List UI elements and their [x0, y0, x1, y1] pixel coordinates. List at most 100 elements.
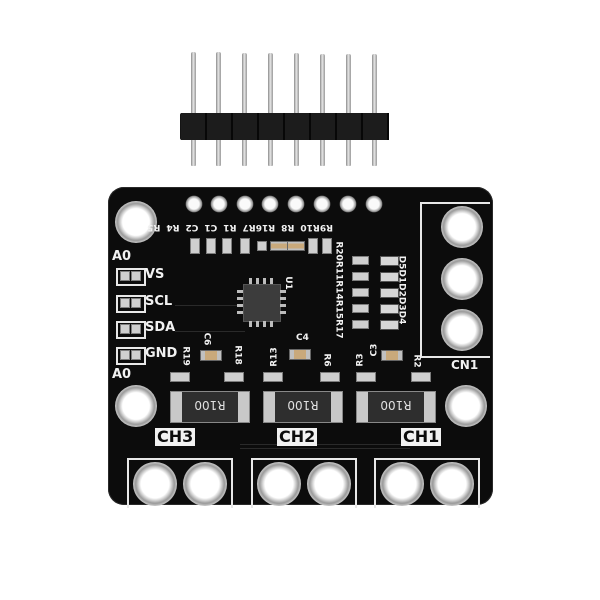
- smd-resistor: [240, 238, 250, 254]
- silk-r8: R8: [281, 222, 295, 232]
- silk-a0-bottom: A0: [112, 367, 132, 382]
- ch2-terminal-outline: [251, 458, 357, 508]
- smd-resistor: [222, 238, 232, 254]
- jumper-pad: [131, 271, 141, 281]
- header-segment: [337, 113, 363, 140]
- ch1-terminal-pad: [430, 462, 474, 506]
- silk-r2: R2: [411, 354, 422, 368]
- smd-resistor: [352, 304, 369, 313]
- header-segment: [181, 113, 207, 140]
- label-vs: VS: [145, 267, 165, 282]
- smd-resistor: [356, 372, 376, 382]
- silk-c2: C2: [185, 222, 199, 232]
- cn1-pad: [441, 258, 483, 300]
- jumper-pad: [120, 324, 130, 334]
- chip-pin: [263, 278, 266, 284]
- header-pin: [294, 53, 299, 166]
- header-pin: [216, 52, 221, 166]
- smd-resistor: [352, 320, 369, 329]
- silk-c3: C3: [369, 343, 380, 357]
- cn1-outline: [420, 202, 490, 358]
- smd-capacitor: [270, 241, 288, 251]
- label-ch1: CH1: [401, 427, 442, 446]
- header-segment: [207, 113, 233, 140]
- smd-resistor: [170, 372, 190, 382]
- header-segment: [259, 113, 285, 140]
- jumper-pad: [131, 324, 141, 334]
- ina3221-chip: [243, 284, 281, 322]
- smd-led: [380, 320, 399, 330]
- jumper-box: [116, 321, 146, 339]
- header-pad: [365, 195, 383, 213]
- silk-r9r10: R9R10: [300, 222, 333, 232]
- smd-resistor: [352, 256, 369, 265]
- header-segment: [285, 113, 311, 140]
- chip-pin: [280, 297, 286, 300]
- shunt-resistor-ch2: R100: [263, 391, 343, 423]
- header-pin: [268, 53, 273, 166]
- smd-capacitor-c4: [289, 349, 311, 360]
- silk-r18: R18: [232, 345, 243, 365]
- pcb-trace: [240, 444, 410, 445]
- smd-led: [380, 304, 399, 314]
- smd-resistor: [320, 372, 340, 382]
- label-gnd: GND: [145, 346, 178, 361]
- smd-led: [380, 272, 399, 282]
- smd-led: [380, 288, 399, 298]
- label-ch3: CH3: [155, 427, 196, 446]
- jumper-pad: [120, 298, 130, 308]
- label-ch2: CH2: [277, 427, 318, 446]
- chip-pin: [280, 304, 286, 307]
- shunt-label: R100: [287, 398, 319, 412]
- ch2-terminal-pad: [257, 462, 301, 506]
- silk-r16r7: R16R7: [242, 222, 276, 232]
- silk-r13: R13: [269, 347, 280, 367]
- chip-pin: [237, 290, 243, 293]
- header-pin: [242, 53, 247, 166]
- smd-resistor: [257, 241, 267, 251]
- silk-r5: R5: [147, 222, 161, 232]
- chip-pin: [270, 278, 273, 284]
- header-pad: [339, 195, 357, 213]
- ch3-terminal-pad: [133, 462, 177, 506]
- header-pin: [372, 54, 377, 166]
- smd-resistor: [411, 372, 431, 382]
- silk-r6: R6: [321, 353, 332, 367]
- shunt-resistor-ch3: R100: [170, 391, 250, 423]
- chip-pin: [249, 278, 252, 284]
- silk-right-resistors: R20R11R14R15R17: [333, 241, 344, 339]
- ch1-terminal-outline: [374, 458, 480, 508]
- chip-pin: [237, 304, 243, 307]
- chip-pin: [256, 278, 259, 284]
- smd-resistor: [206, 238, 216, 254]
- chip-pin: [249, 321, 252, 327]
- smd-resistor: [352, 288, 369, 297]
- smd-capacitor-c3: [381, 350, 403, 361]
- header-pad: [287, 195, 305, 213]
- silk-r19: R19: [180, 346, 191, 366]
- silk-led-labels: D5D1D2D3D4: [396, 255, 407, 325]
- smd-resistor: [352, 272, 369, 281]
- chip-pin: [270, 321, 273, 327]
- mounting-hole: [115, 385, 157, 427]
- silk-c1: C1: [204, 222, 218, 232]
- jumper-box: [116, 347, 146, 365]
- jumper-pad: [131, 350, 141, 360]
- header-pad: [185, 195, 203, 213]
- chip-pin: [256, 321, 259, 327]
- header-pin: [191, 52, 196, 166]
- header-pad: [210, 195, 228, 213]
- silk-label-top-components: R9R10 R8 R16R7 R1 C1 C2 R4 R5: [147, 222, 333, 232]
- chip-pin: [280, 311, 286, 314]
- silk-a0-top: A0: [112, 249, 132, 264]
- ch1-terminal-pad: [380, 462, 424, 506]
- smd-resistor: [322, 238, 332, 254]
- ch3-terminal-pad: [183, 462, 227, 506]
- jumper-box: [116, 295, 146, 313]
- header-pin: [346, 54, 351, 166]
- silk-r3: R3: [355, 353, 366, 367]
- ch2-terminal-pad: [307, 462, 351, 506]
- chip-pin: [280, 290, 286, 293]
- silk-u1: U1: [282, 276, 293, 290]
- silk-r1: R1: [223, 222, 237, 232]
